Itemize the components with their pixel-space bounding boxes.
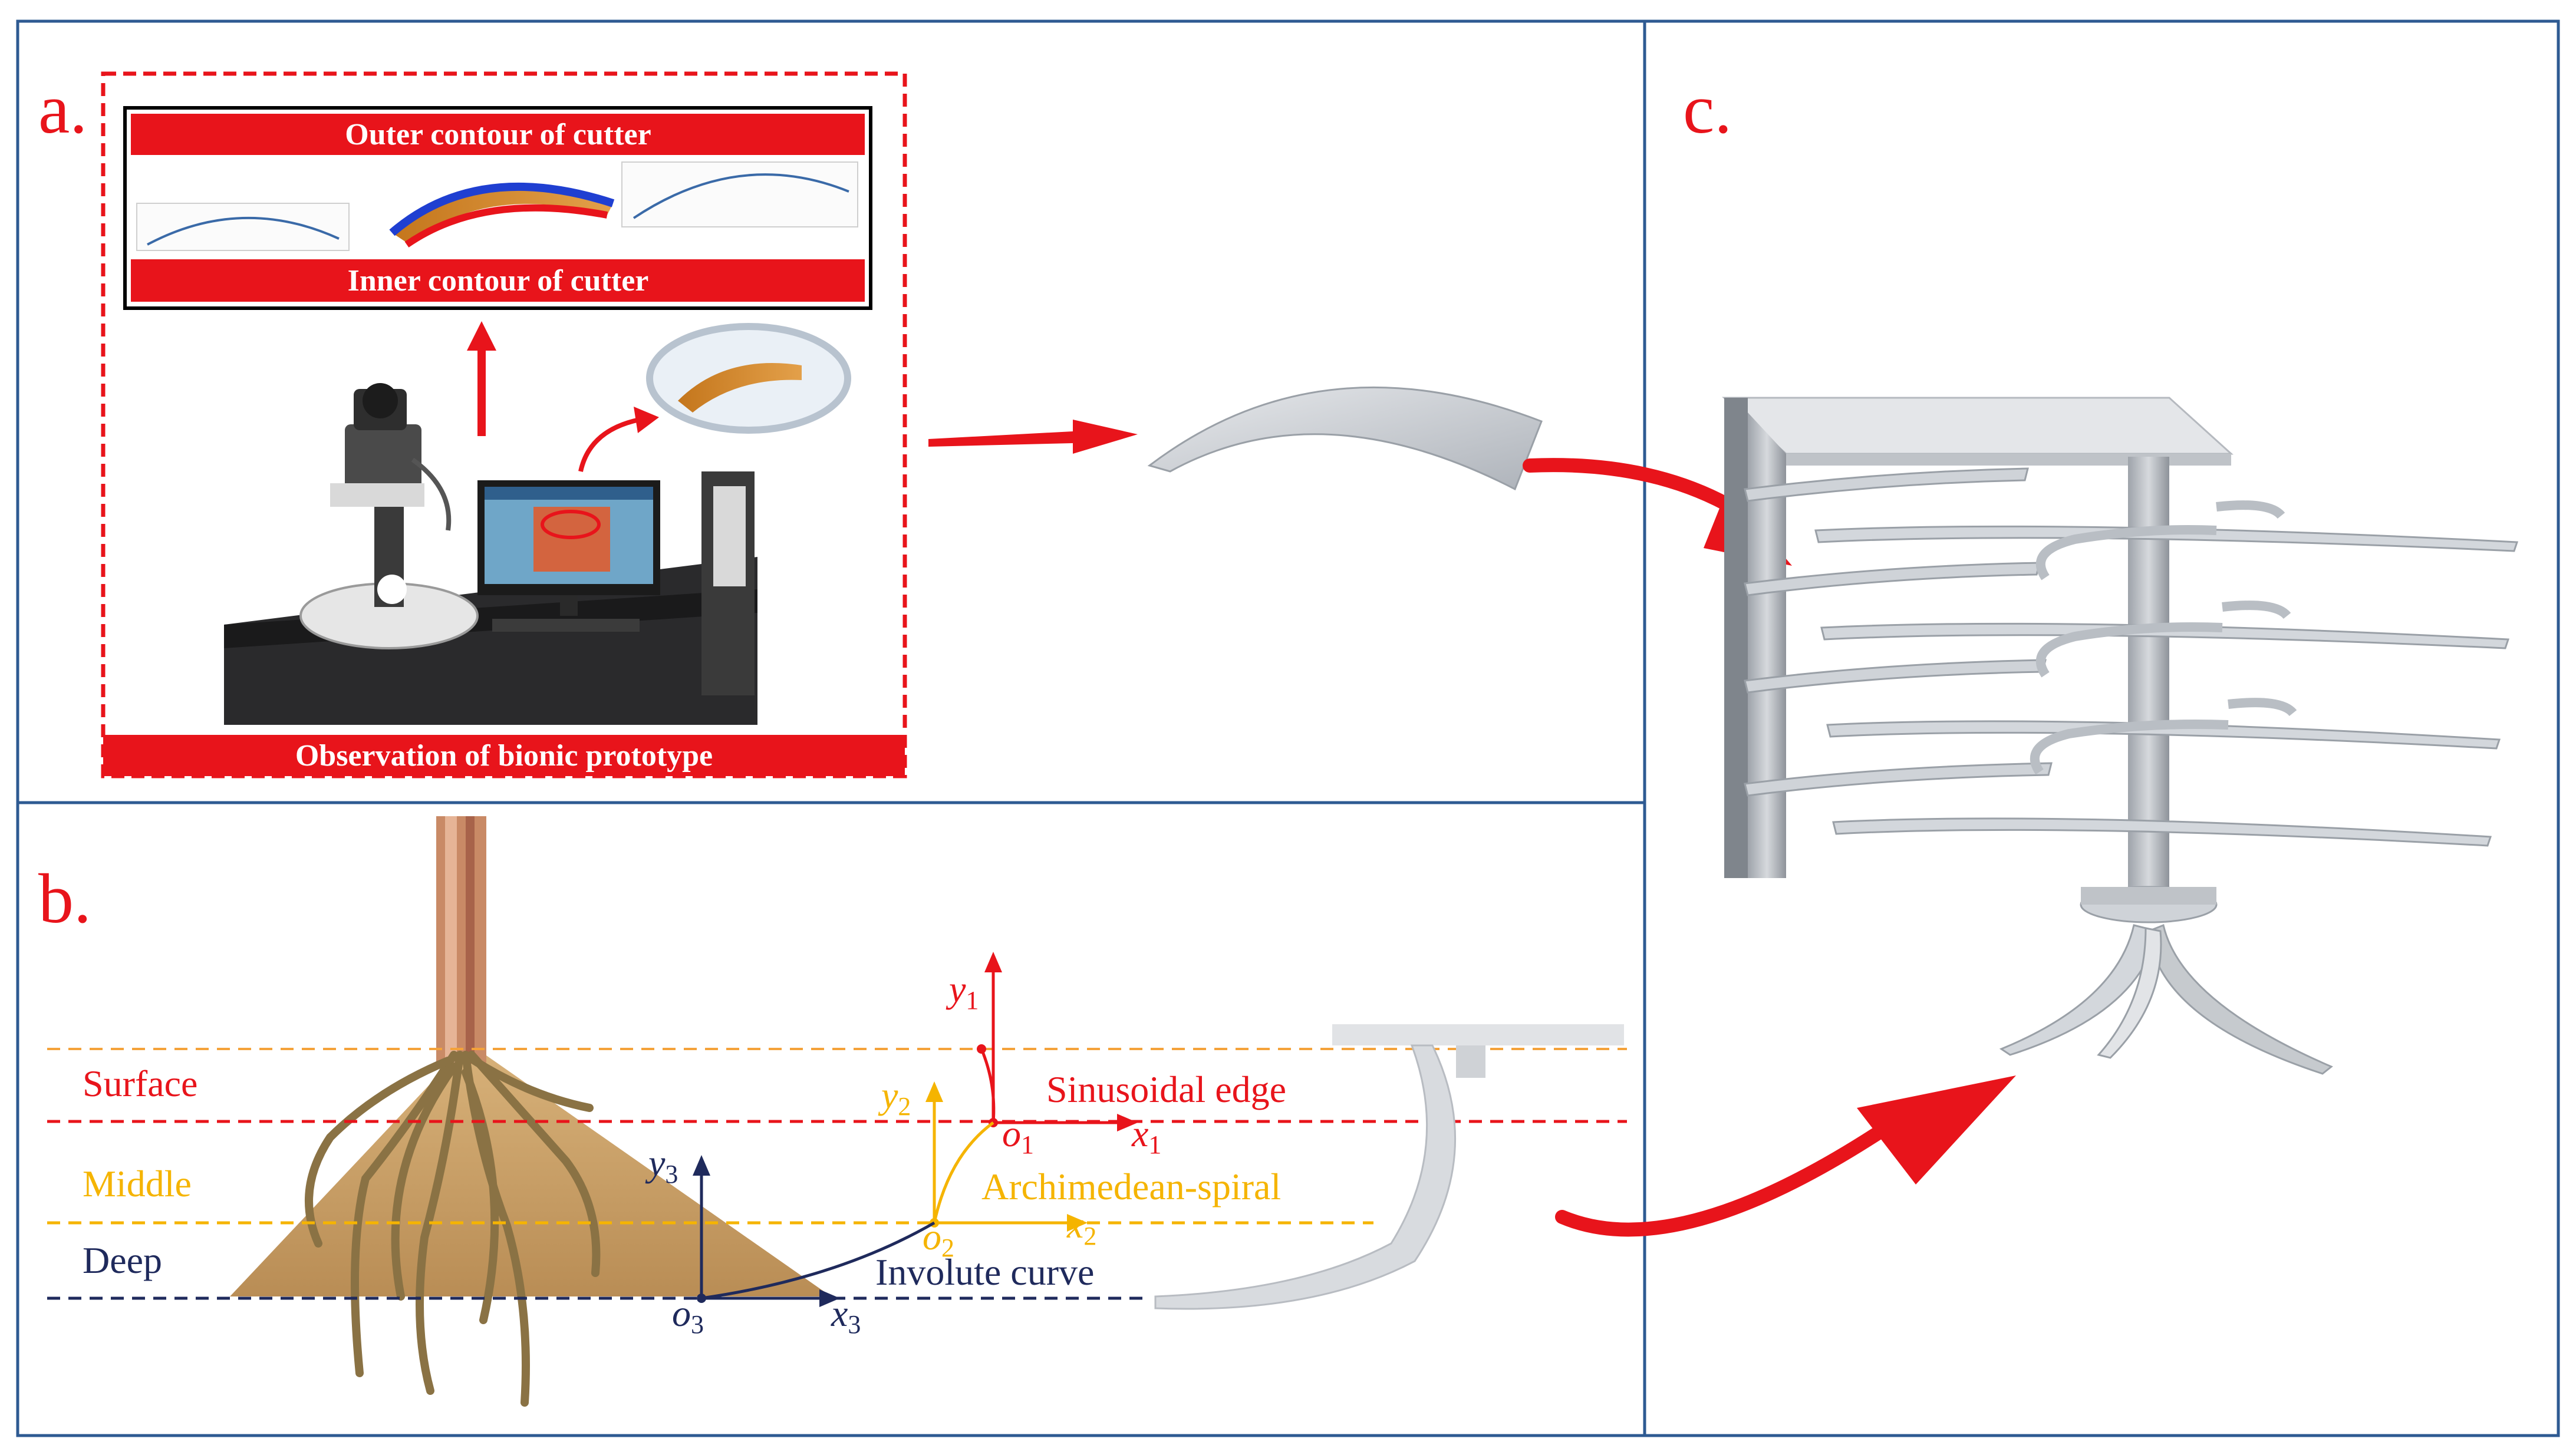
magnifier-lens-icon (646, 323, 851, 434)
panel-c: c. (1683, 70, 2519, 1075)
archimedean-spiral-label: Archimedean-spiral (981, 1166, 1281, 1207)
involute-curve-label: Involute curve (875, 1251, 1094, 1293)
surface-label: Surface (83, 1063, 197, 1104)
inner-curve-plot (136, 203, 350, 251)
observation-banner (103, 735, 905, 776)
axis-system-1 (977, 952, 1138, 1131)
panel-c-letter: c. (1683, 70, 1732, 148)
flow-arrow-a (928, 420, 1138, 454)
microscope-icon (299, 383, 479, 649)
inner-contour-label: Inner contour of cutter (348, 264, 649, 298)
plant-root-icon (305, 816, 601, 1407)
rotary-cutter-assembly-icon (1722, 397, 2519, 1075)
x1-label: x1 (1131, 1113, 1161, 1159)
inner-contour-banner (131, 259, 865, 302)
outer-contour-label: Outer contour of cutter (345, 118, 651, 151)
sinusoidal-edge-label: Sinusoidal edge (1046, 1068, 1286, 1110)
lens-pointer-arrowhead (634, 407, 659, 433)
deep-label: Deep (83, 1239, 162, 1281)
cutter-blade-icon (1147, 386, 1543, 491)
panel-a-letter: a. (38, 70, 87, 148)
bionic-cutter-profile (1154, 1024, 1624, 1310)
soil-mound (230, 1043, 831, 1296)
middle-label: Middle (83, 1163, 192, 1205)
y1-label: y1 (946, 968, 979, 1015)
o3-label: o3 (672, 1292, 704, 1339)
panel-b-letter: b. (38, 859, 91, 938)
y2-label: y2 (878, 1074, 911, 1121)
computer-monitor-icon (477, 480, 660, 632)
o1-label: o1 (1002, 1113, 1034, 1159)
panel-b: b. Surface Middle Deep (38, 816, 1627, 1407)
cutter-contour-icon (389, 182, 615, 248)
x3-label: x3 (831, 1292, 861, 1339)
outer-contour-banner (131, 114, 865, 155)
y3-label: y3 (645, 1142, 678, 1189)
axis-system-3 (693, 1155, 935, 1307)
outer-curve-plot (621, 161, 858, 227)
o2-label: o2 (923, 1216, 954, 1262)
x2-label: x2 (1066, 1204, 1096, 1251)
lab-scene (224, 383, 757, 725)
up-arrow (467, 321, 496, 436)
lens-pointer-arrow (578, 417, 640, 472)
panel-borders (16, 19, 2560, 1437)
observation-label: Observation of bionic prototype (295, 739, 713, 773)
contour-box: Outer contour of cutter Inner contour of… (123, 106, 872, 310)
panel-a: a. Outer contour of cutter Inner contour… (38, 70, 907, 778)
flow-arrow-c-bottom (1555, 1075, 2016, 1237)
